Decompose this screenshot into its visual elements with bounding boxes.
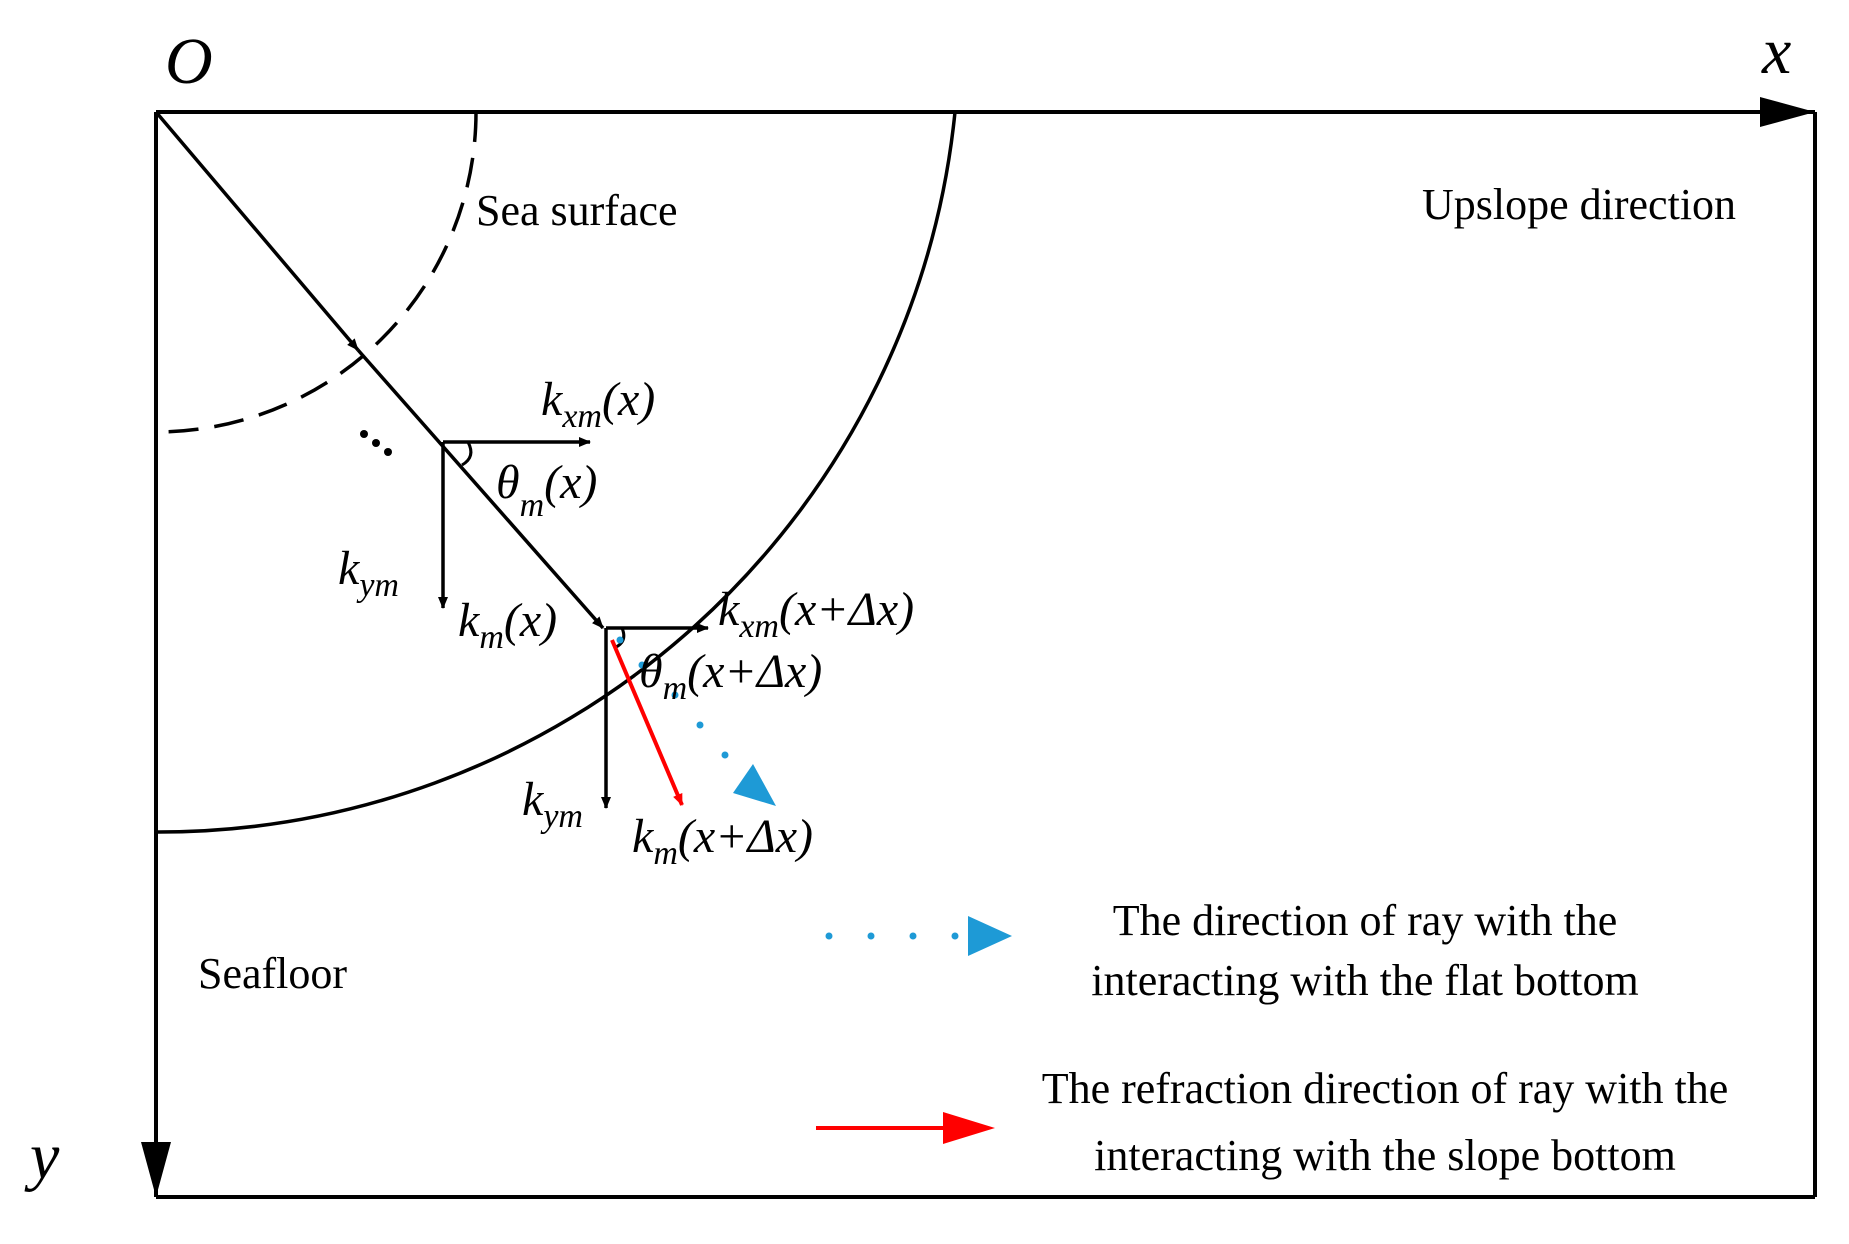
x-axis-label: x	[1761, 15, 1791, 88]
flat-bottom-ray-blue	[616, 636, 776, 806]
theta-xdx-label: θm(x+Δx)	[639, 645, 822, 707]
legend-flat-bottom-symbol	[825, 916, 1012, 956]
legend-slope-line1: The refraction direction of ray with the	[1042, 1064, 1729, 1113]
refraction-ray-red	[610, 639, 684, 806]
decomposition-point-2	[601, 623, 776, 809]
kym-label-1: kym	[338, 542, 399, 604]
seafloor-label: Seafloor	[198, 949, 347, 998]
y-axis-label: y	[24, 1120, 60, 1193]
theta-x-label: θm(x)	[496, 456, 597, 524]
ellipsis-dots	[360, 430, 392, 456]
legend-flat-line2: interacting with the flat bottom	[1091, 956, 1638, 1005]
axes-frame	[141, 97, 1817, 1199]
slope-bottom-curve	[155, 111, 957, 834]
legend-slope-bottom-symbol	[816, 1112, 995, 1144]
kym-label-2: kym	[522, 773, 583, 835]
theta-arc-1	[461, 441, 473, 467]
decomposition-point-1	[438, 437, 591, 609]
sea-surface-label: Sea surface	[476, 186, 678, 235]
origin-label: O	[165, 25, 213, 98]
km-xdx-label: km(x+Δx)	[632, 810, 813, 872]
km-x-label: km(x)	[458, 594, 557, 656]
incident-ray	[154, 110, 605, 630]
legend-flat-line1: The direction of ray with the	[1113, 896, 1618, 945]
x-axis-arrowhead	[1760, 97, 1815, 127]
upslope-label: Upslope direction	[1422, 180, 1736, 229]
kxm-x-label: kxm(x)	[541, 373, 655, 435]
y-axis-arrowhead	[141, 1142, 171, 1197]
sea-surface-curve	[155, 111, 478, 434]
kxm-xdx-label: kxm(x+Δx)	[718, 583, 914, 645]
legend-slope-line2: interacting with the slope bottom	[1094, 1131, 1676, 1180]
